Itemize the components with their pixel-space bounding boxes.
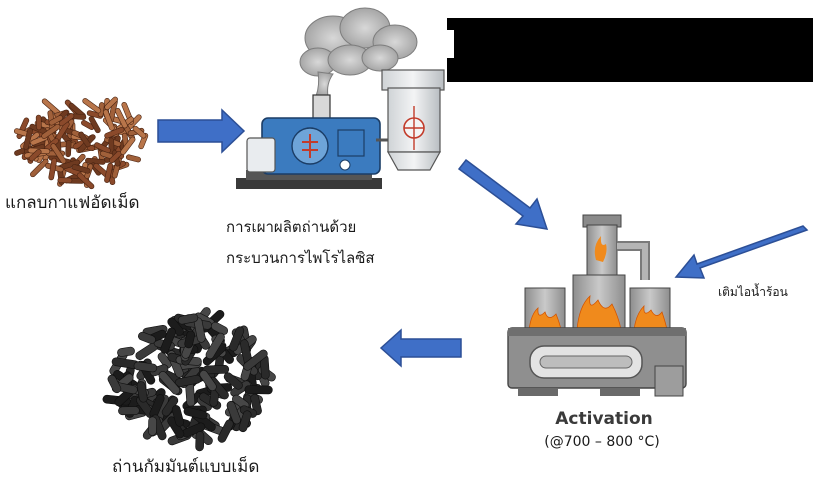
pellet bbox=[184, 330, 196, 349]
arrow-steam-input bbox=[674, 225, 809, 279]
pyrolysis-label-line2: กระบวนการไพโรไลซิส bbox=[226, 249, 375, 267]
pellet bbox=[94, 142, 111, 154]
pellet bbox=[76, 172, 95, 190]
pellet bbox=[202, 364, 230, 375]
pellet bbox=[243, 349, 268, 371]
pellet bbox=[133, 361, 158, 373]
pellet bbox=[223, 372, 243, 390]
pellet bbox=[148, 416, 157, 436]
pyrolysis-reactor-icon bbox=[236, 7, 445, 189]
pellet bbox=[104, 96, 118, 110]
arrow-activation-to-carbon bbox=[379, 328, 462, 368]
pellet bbox=[107, 374, 122, 394]
activated-carbon-label: ถ่านกัมมันต์แบบเม็ด bbox=[112, 455, 259, 477]
pellet bbox=[48, 115, 63, 126]
pellet bbox=[171, 405, 184, 427]
pellet bbox=[117, 346, 135, 357]
flame-icon bbox=[528, 294, 668, 331]
pellet bbox=[48, 157, 57, 181]
pellet bbox=[82, 98, 102, 114]
pellet bbox=[104, 126, 125, 139]
steam-label: เติมไอน้ำร้อน bbox=[718, 283, 788, 299]
pellet bbox=[205, 332, 225, 360]
pellet bbox=[183, 407, 208, 420]
activated-carbon-pellets-image bbox=[102, 307, 276, 452]
pellet bbox=[229, 326, 245, 352]
pellet bbox=[195, 431, 205, 452]
pellet bbox=[120, 136, 136, 155]
pellet bbox=[177, 313, 199, 325]
pellet bbox=[78, 131, 91, 148]
pellet bbox=[102, 109, 115, 131]
pellet bbox=[104, 162, 114, 183]
pellet bbox=[65, 140, 72, 158]
pellets-label: แกลบกาแฟอัดเม็ด bbox=[5, 191, 140, 213]
smoke-icon bbox=[299, 7, 418, 97]
arrow-pellets-to-pyrolysis bbox=[157, 108, 246, 154]
pellet bbox=[50, 143, 67, 164]
pellet bbox=[136, 381, 148, 403]
pellet bbox=[57, 177, 73, 184]
pellet bbox=[23, 127, 33, 150]
pellet bbox=[30, 158, 49, 178]
activation-furnace-icon bbox=[507, 214, 687, 397]
black-cover-box bbox=[442, 18, 813, 82]
activation-temperature: (@700 – 800 °C) bbox=[544, 434, 660, 450]
arrow-pyrolysis-to-activation bbox=[457, 158, 549, 230]
pellet bbox=[41, 123, 61, 139]
pellet bbox=[118, 406, 140, 416]
pellet bbox=[28, 149, 42, 162]
pellet bbox=[238, 410, 252, 433]
pyrolysis-label-line1: การเผาผลิตถ่านด้วย bbox=[226, 218, 356, 236]
pellet bbox=[138, 331, 156, 344]
pellet bbox=[125, 154, 141, 163]
pellet bbox=[132, 125, 147, 139]
pellet bbox=[35, 114, 42, 131]
pellet bbox=[158, 371, 181, 395]
pellet bbox=[244, 385, 273, 395]
pellet bbox=[226, 400, 241, 425]
pellet bbox=[88, 116, 101, 134]
activation-title: Activation bbox=[555, 409, 652, 429]
coffee-husk-pellets-image bbox=[13, 96, 149, 190]
pellet bbox=[114, 108, 128, 129]
pellet bbox=[199, 370, 217, 392]
pellet bbox=[71, 164, 91, 174]
pellet bbox=[160, 327, 176, 354]
pellet bbox=[217, 419, 234, 443]
pellet bbox=[210, 321, 229, 336]
